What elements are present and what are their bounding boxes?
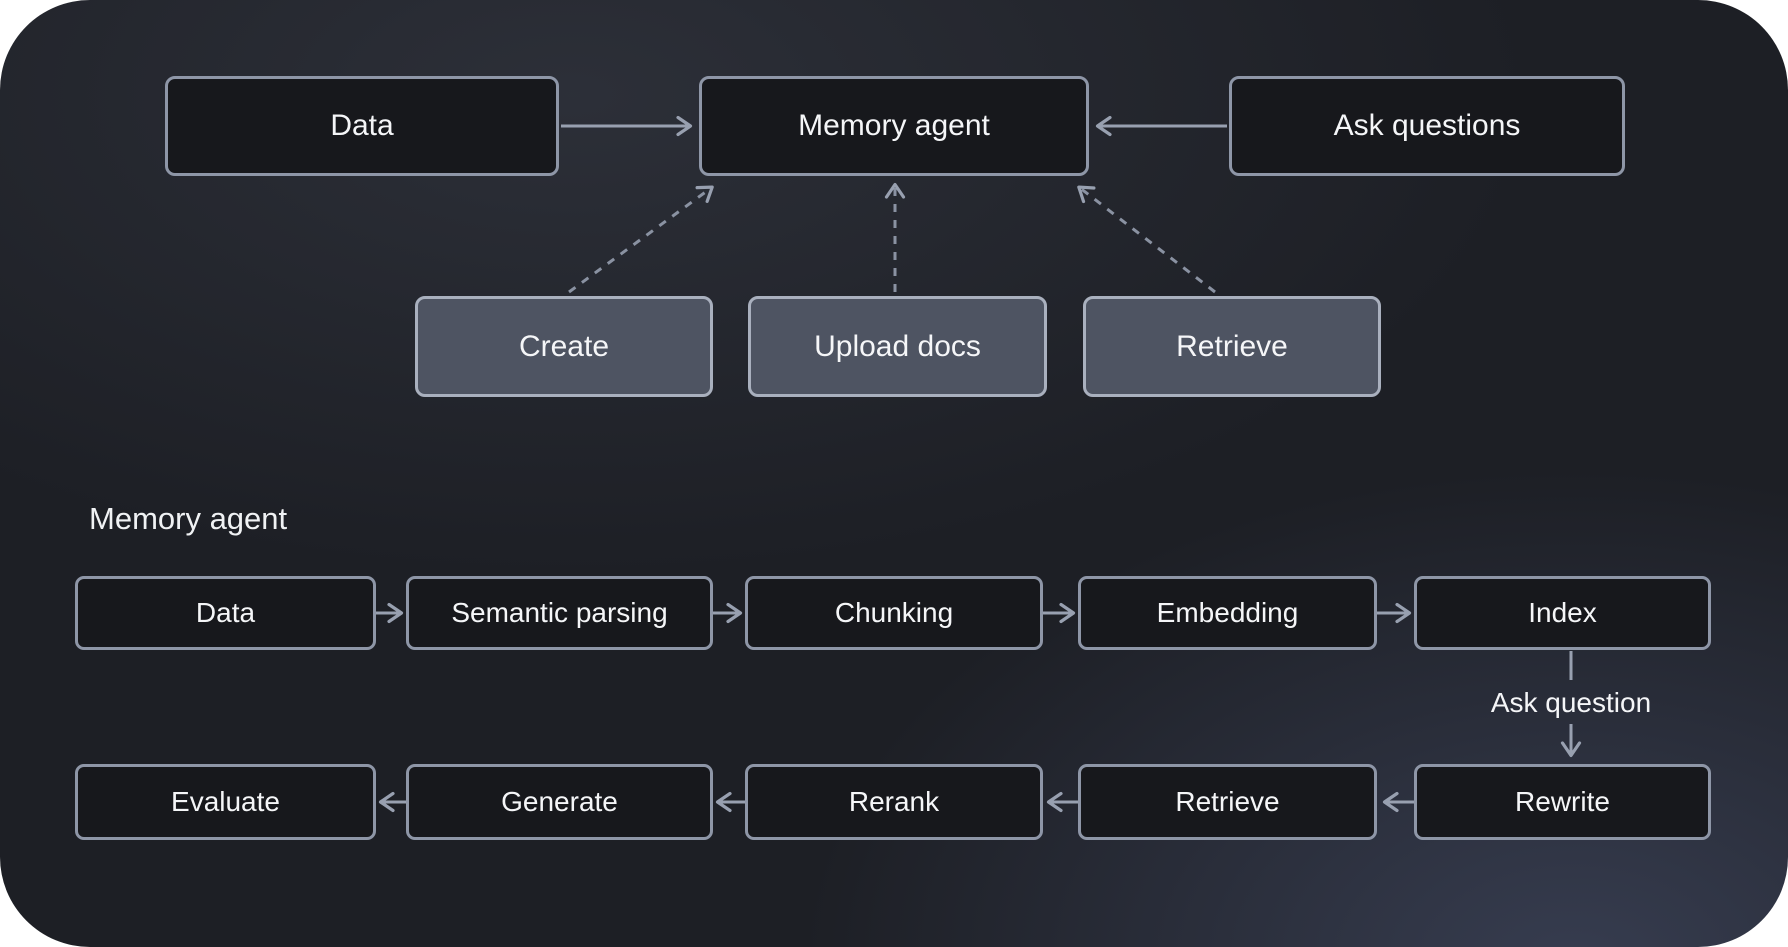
- pipeline-node-chunking: Chunking: [745, 576, 1043, 650]
- pipeline-node-rerank: Rerank: [745, 764, 1043, 840]
- action-create: Create: [415, 296, 713, 397]
- section-title-memory-agent: Memory agent: [89, 501, 288, 536]
- action-retrieve: Retrieve: [1083, 296, 1381, 397]
- node-data-source: Data: [165, 76, 559, 176]
- pipeline-node-evaluate: Evaluate: [75, 764, 376, 840]
- edge-label-ask-question: Ask question: [1490, 687, 1652, 718]
- pipeline-node-index: Index: [1414, 576, 1711, 650]
- node-ask-questions: Ask questions: [1229, 76, 1625, 176]
- pipeline-node-embedding: Embedding: [1078, 576, 1377, 650]
- action-upload-docs: Upload docs: [748, 296, 1047, 397]
- pipeline-node-rewrite: Rewrite: [1414, 764, 1711, 840]
- pipeline-node-data: Data: [75, 576, 376, 650]
- pipeline-node-generate: Generate: [406, 764, 713, 840]
- edge-retrieve-to-memory-agent: [1077, 185, 1216, 294]
- pipeline-node-semantic-parsing: Semantic parsing: [406, 576, 713, 650]
- pipeline-node-retrieve: Retrieve: [1078, 764, 1377, 840]
- node-memory-agent: Memory agent: [699, 76, 1089, 176]
- edge-create-to-memory-agent: [568, 185, 714, 294]
